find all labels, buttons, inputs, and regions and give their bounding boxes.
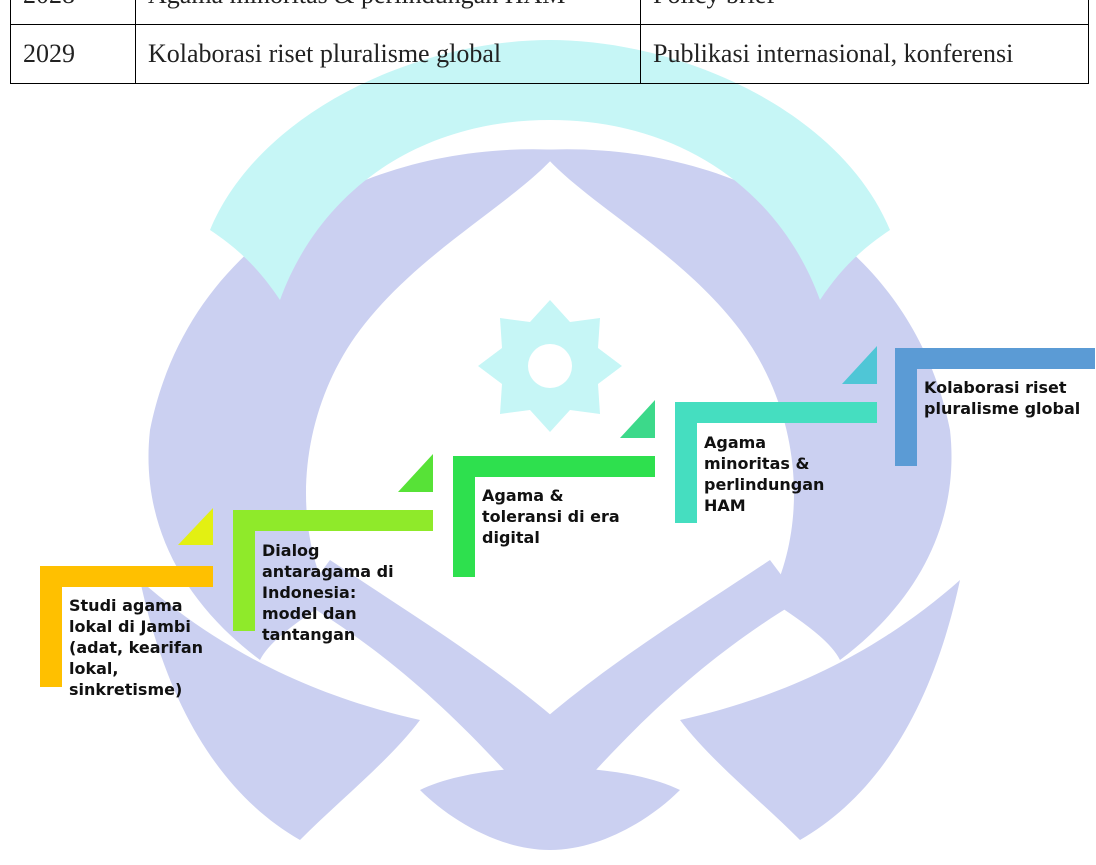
step-3-bar-horizontal <box>453 456 655 477</box>
output-cell: Publikasi internasional, konferensi <box>640 24 1089 84</box>
step-4-bar-vertical <box>675 402 697 523</box>
step-5-label: Kolaborasi riset pluralisme global <box>924 378 1081 418</box>
step-3-bar-vertical <box>453 456 475 577</box>
roadmap-step-4 <box>675 402 877 523</box>
step-5-bar-vertical <box>895 348 917 466</box>
topic-cell: Agama minoritas & perlindungan HAM <box>135 0 641 25</box>
step-2-bar-horizontal <box>233 510 433 531</box>
step-2-label: Dialog antaragama di Indonesia: model da… <box>262 541 394 644</box>
table-row: 2028 Agama minoritas & perlindungan HAM … <box>10 0 1089 25</box>
step-4-label: Agama minoritas & perlindungan HAM <box>704 433 825 515</box>
roadmap-step-3 <box>453 456 655 577</box>
step-3-arrow-tip <box>620 400 655 438</box>
step-5-bar-horizontal <box>895 348 1095 369</box>
step-4-arrow-tip <box>842 346 877 384</box>
step-1-bar-horizontal <box>40 566 213 587</box>
step-1-bar-vertical <box>40 566 62 687</box>
step-2-arrow-tip <box>398 454 433 492</box>
step-1-label: Studi agama lokal di Jambi (adat, kearif… <box>69 596 204 699</box>
table-row: 2029 Kolaborasi riset pluralisme global … <box>10 24 1089 84</box>
step-4-bar-horizontal <box>675 402 877 423</box>
topic-cell: Kolaborasi riset pluralisme global <box>135 24 641 84</box>
step-2-bar-vertical <box>233 510 255 631</box>
step-3-label: Agama & toleransi di era digital <box>482 486 620 547</box>
roadmap-step-2 <box>233 510 433 631</box>
research-roadmap-table: 2028 Agama minoritas & perlindungan HAM … <box>10 0 1089 84</box>
roadmap-step-1 <box>40 566 213 687</box>
step-1-arrow-tip <box>178 508 213 545</box>
roadmap-step-5 <box>895 348 1095 466</box>
